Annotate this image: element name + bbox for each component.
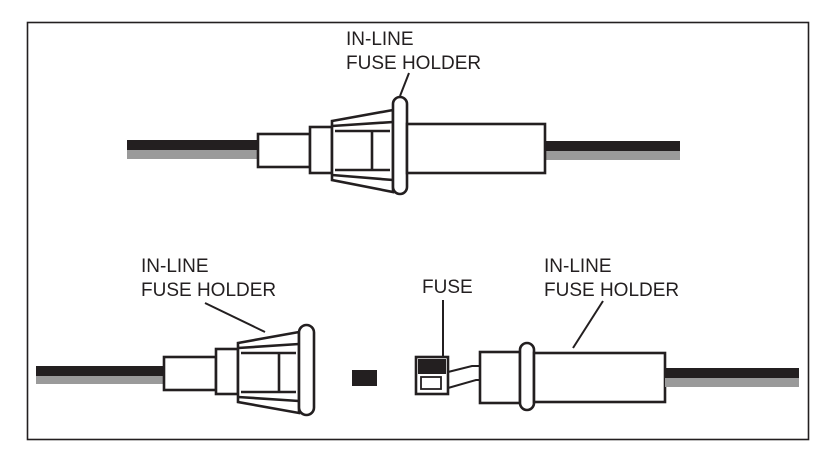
left-cap-collar	[214, 347, 240, 396]
top-right-wire-gray	[545, 150, 680, 160]
top-left-wire-gray	[127, 149, 259, 159]
top-label-leader	[399, 72, 410, 97]
top-right-wire-dark	[545, 141, 680, 151]
left-holder-flange	[297, 323, 316, 417]
diagram-frame	[26, 21, 810, 441]
left-cap-rib	[237, 395, 300, 403]
left-holder-label: IN-LINE FUSE HOLDER	[141, 255, 276, 303]
right-holder-collar	[478, 350, 522, 405]
left-holder-label-line2: FUSE HOLDER	[141, 280, 277, 301]
top-holder-label-line2: FUSE HOLDER	[346, 53, 482, 74]
top-cap-rib	[331, 120, 394, 128]
right-label-leader	[572, 300, 604, 349]
top-holder-label: IN-LINE FUSE HOLDER	[346, 28, 481, 76]
top-left-wire-dark	[127, 140, 259, 150]
left-wire-gray	[36, 375, 164, 384]
top-cap-collar	[308, 125, 334, 175]
right-holder-label-line2: FUSE HOLDER	[544, 280, 680, 301]
separator-mark	[352, 370, 377, 386]
fuse-label: FUSE	[422, 276, 473, 300]
fuse-spring-contact	[447, 365, 482, 389]
right-wire-dark	[665, 368, 799, 378]
top-holder-flange	[391, 95, 409, 196]
right-wire-gray	[665, 377, 799, 387]
right-holder-flange	[518, 341, 536, 412]
left-label-leader	[204, 302, 266, 333]
fuse-label-text: FUSE	[422, 277, 473, 298]
bottom-right-holder-half	[414, 300, 799, 412]
right-holder-label-line1: IN-LINE	[544, 256, 612, 277]
left-wire-dark	[36, 366, 164, 376]
fuse-inner-slot	[420, 376, 442, 390]
top-holder-label-line1: IN-LINE	[346, 29, 414, 50]
top-wire-sleeve	[256, 132, 312, 169]
top-assembled-fuse-holder	[127, 72, 680, 196]
left-wire-sleeve	[162, 355, 218, 392]
fuse-end-cap	[418, 359, 446, 374]
right-holder-label: IN-LINE FUSE HOLDER	[544, 255, 679, 303]
left-cap-rib	[237, 342, 300, 350]
top-cap-rib	[331, 173, 394, 182]
bottom-left-holder-half	[36, 302, 316, 417]
top-holder-barrel	[405, 122, 547, 175]
left-holder-label-line1: IN-LINE	[141, 256, 209, 277]
right-holder-barrel	[532, 351, 667, 404]
